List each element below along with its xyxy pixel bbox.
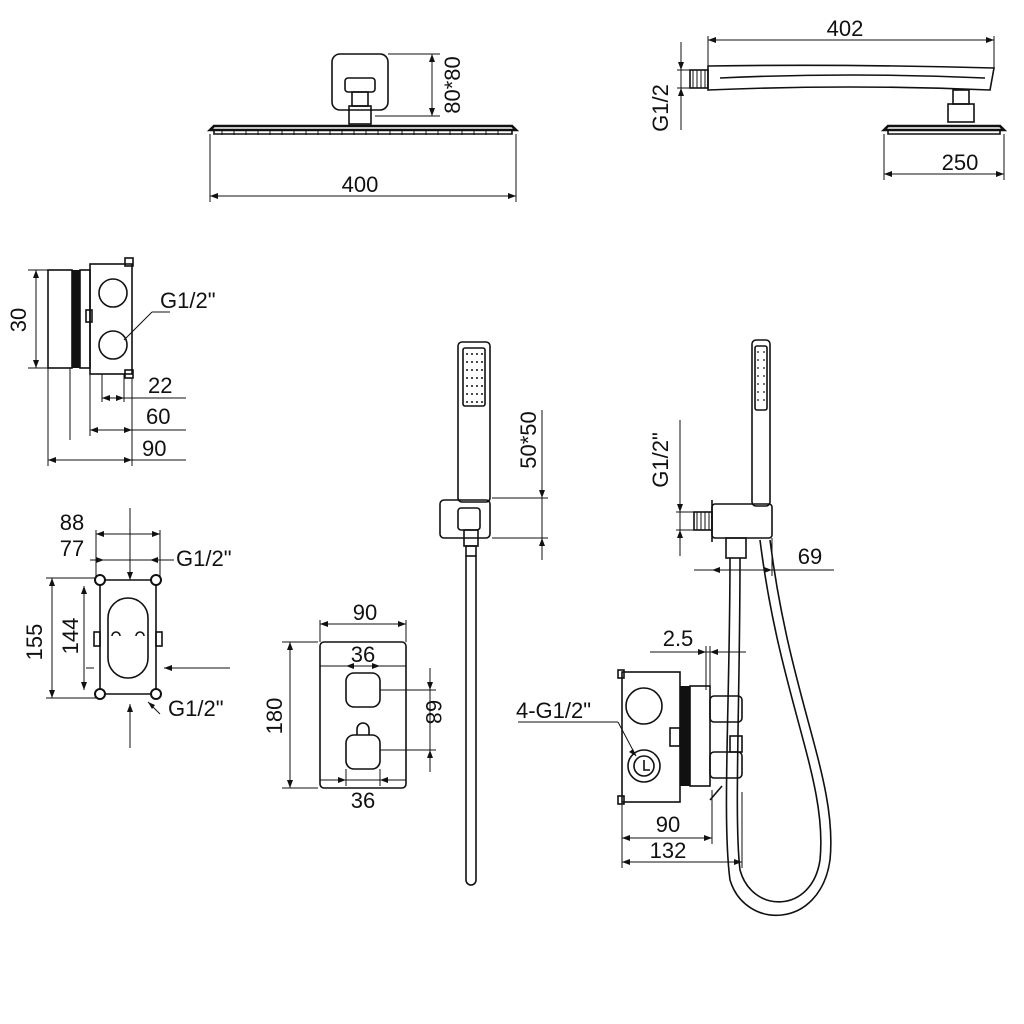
overhead-width-label: 400 [342,172,379,197]
valve-side-view: G1/2" 30 22 60 90 [6,257,216,466]
hand-shower-view: 50*50 [439,341,548,886]
valve-side-d2-label: 60 [146,404,170,429]
outlet-thread-label: G1/2" [648,432,673,488]
cover-plate-view: 90 36 180 68 36 [262,600,446,813]
plate-height-label: 180 [262,698,287,735]
inlets-label: 4-G1/2" [516,698,591,723]
offset-label: 2.5 [663,626,694,651]
assembly-d1-label: 90 [656,812,680,837]
plate-knob-bottom-label: 36 [351,788,375,813]
valve-side-d1-label: 22 [148,373,172,398]
plate-spacing-label: 68 [421,700,446,724]
outlet-depth-label: 69 [798,544,822,569]
valve-side-d3-label: 90 [142,436,166,461]
assembly-d2-label: 132 [650,838,687,863]
box-front-w1-label: 88 [60,510,84,535]
small-head-width-label: 250 [942,150,979,175]
box-front-h2-label: 144 [58,618,83,655]
box-front-h1-label: 155 [22,624,47,661]
handheld-size-label: 50*50 [516,411,541,469]
box-front-thread-top-label: G1/2" [176,546,232,571]
overhead-size-label: 80*80 [440,56,465,114]
box-front-thread-bottom-label: G1/2" [168,696,224,721]
assembly-view: G1/2" 69 2.5 4-G1/2" 90 132 [516,339,834,917]
valve-side-height-label: 30 [6,308,31,332]
plate-knob-top-label: 36 [351,642,375,667]
arm-thread-label: G1/2 [648,84,673,132]
shower-arm-view: 402 G1/2 250 [648,16,1008,180]
box-front-view: 88 77 G1/2" 155 144 G1/2" [22,508,232,748]
plate-width-label: 90 [353,600,377,625]
valve-side-thread-label: G1/2" [160,288,216,313]
box-front-w2-label: 77 [60,536,84,561]
overhead-shower-view: 80*80 400 [206,53,520,202]
arm-length-label: 402 [827,16,864,41]
